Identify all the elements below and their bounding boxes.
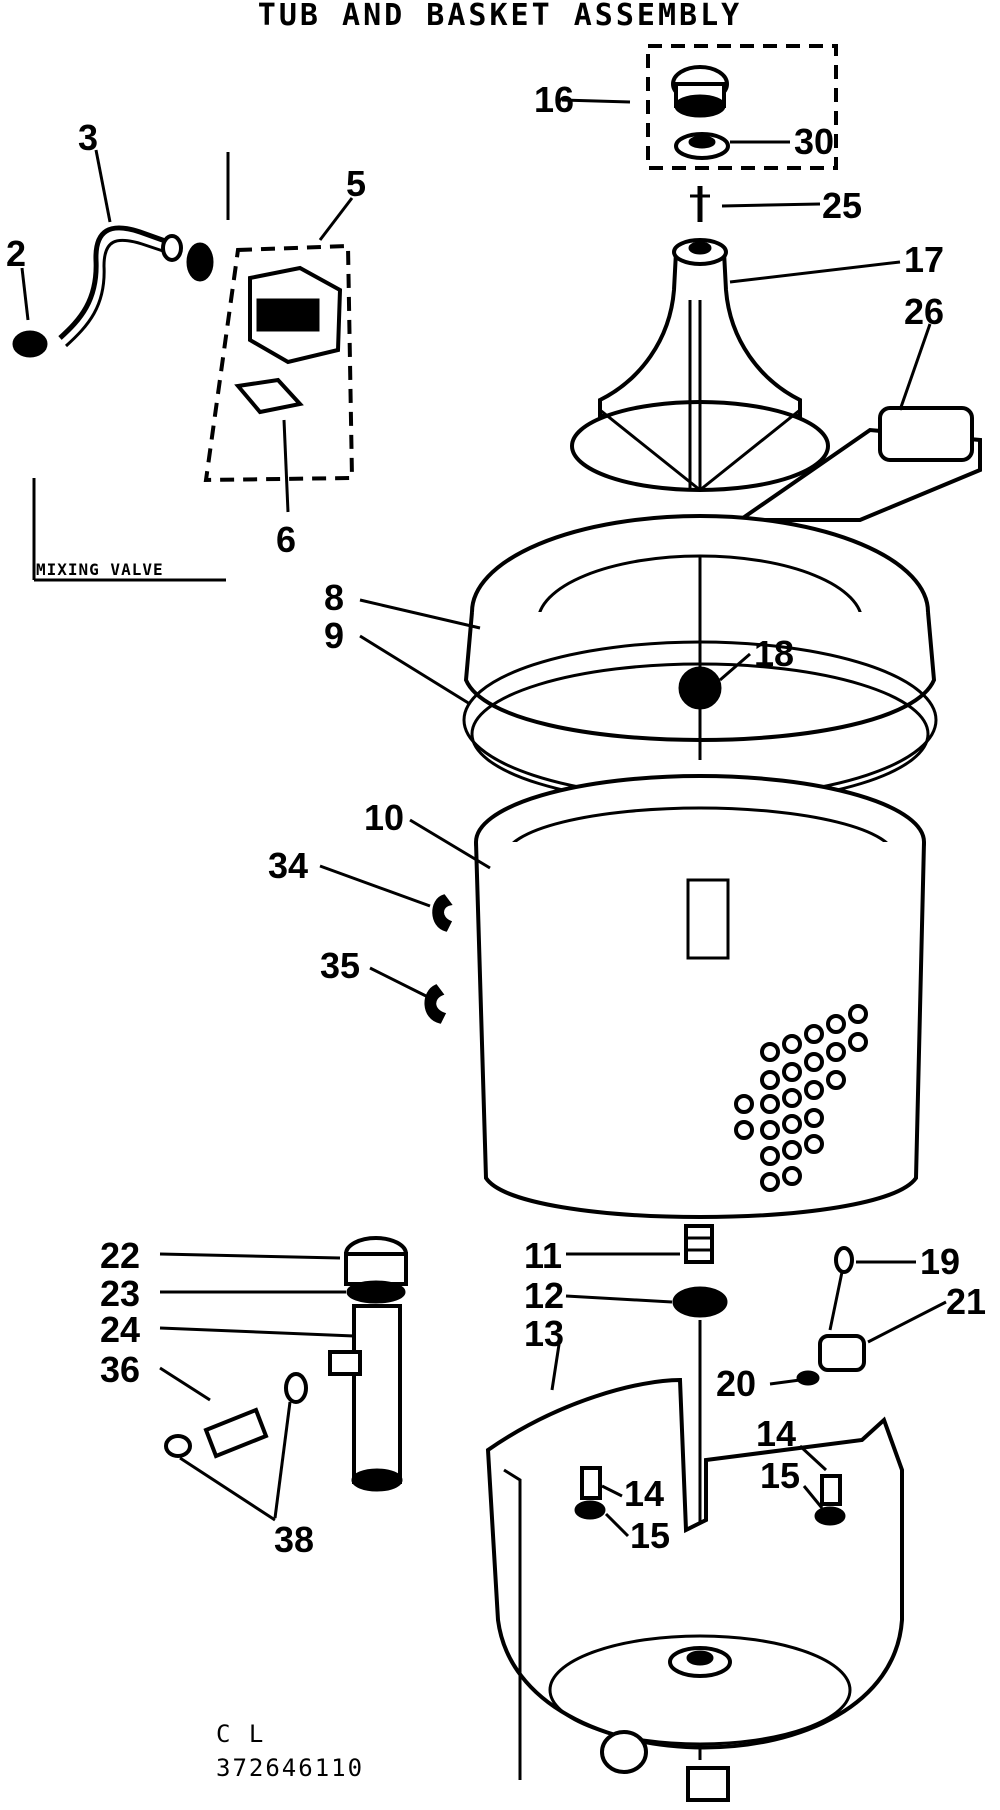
- callout-34: 34: [268, 845, 308, 886]
- leader-lines: [20, 98, 947, 1538]
- callout-8: 8: [324, 577, 344, 618]
- screw-14b: [820, 1474, 842, 1506]
- callout-20: 20: [716, 1363, 756, 1404]
- callout-35: 35: [320, 945, 360, 986]
- switch-21: [818, 1334, 866, 1372]
- callout-15-left: 15: [630, 1515, 670, 1556]
- callout-10: 10: [364, 797, 404, 838]
- callout-26: 26: [904, 291, 944, 332]
- callout-13: 13: [524, 1313, 564, 1354]
- callout-36: 36: [100, 1349, 140, 1390]
- washer-15b: [814, 1506, 846, 1526]
- screw-20: [796, 1370, 820, 1386]
- callout-2: 2: [6, 233, 26, 274]
- basket-10: [474, 774, 926, 1219]
- callout-12: 12: [524, 1275, 564, 1316]
- callout-14-right: 14: [756, 1413, 796, 1454]
- basket-perforations: [734, 1004, 868, 1192]
- tub-ring-8-9: [462, 514, 938, 806]
- callout-labels: 16 30 25 17 26 3 5 2 6 8 9 18 10 34 35 2…: [6, 79, 986, 1560]
- callout-5: 5: [346, 163, 366, 204]
- hose-36: [203, 1407, 269, 1459]
- callout-3: 3: [78, 117, 98, 158]
- callout-14-left: 14: [624, 1473, 664, 1514]
- callout-22: 22: [100, 1235, 140, 1276]
- callout-18: 18: [754, 633, 794, 674]
- outer-tub-13: [485, 1377, 904, 1802]
- callout-38: 38: [274, 1519, 314, 1560]
- mixing-valve-label: MIXING VALVE: [36, 560, 164, 579]
- seal-11: [684, 1224, 714, 1264]
- callout-30: 30: [794, 121, 834, 162]
- diagram-title: TUB AND BASKET ASSEMBLY: [257, 0, 743, 33]
- callout-16: 16: [534, 79, 574, 120]
- clamp-38b: [164, 1434, 192, 1458]
- callout-25: 25: [822, 185, 862, 226]
- footer-code-line1: C L: [216, 1720, 265, 1748]
- valve-assembly-5: [203, 243, 355, 483]
- washer-15a: [574, 1500, 606, 1520]
- washer-12: [672, 1286, 728, 1318]
- drain-fitting-22-24: [328, 1236, 408, 1492]
- agitator-17: [570, 238, 830, 492]
- bolt-25: [690, 186, 710, 222]
- callout-24: 24: [100, 1309, 140, 1350]
- clip-35: [424, 984, 447, 1024]
- callout-15-right: 15: [760, 1455, 800, 1496]
- agitator-cap-group: [646, 44, 838, 170]
- callout-9: 9: [324, 615, 344, 656]
- callout-19: 19: [920, 1241, 960, 1282]
- callout-11: 11: [524, 1235, 562, 1276]
- callout-23: 23: [100, 1273, 140, 1314]
- footer-code-line2: 372646110: [216, 1754, 364, 1782]
- clip-34: [432, 894, 453, 932]
- callout-17: 17: [904, 239, 944, 280]
- screw-14a: [580, 1466, 602, 1500]
- clamp-38a: [284, 1372, 308, 1404]
- hose-3: [12, 225, 214, 358]
- grommet-19: [834, 1246, 854, 1274]
- callout-6: 6: [276, 519, 296, 560]
- callout-21: 21: [946, 1281, 986, 1322]
- dispenser-26: [733, 406, 982, 522]
